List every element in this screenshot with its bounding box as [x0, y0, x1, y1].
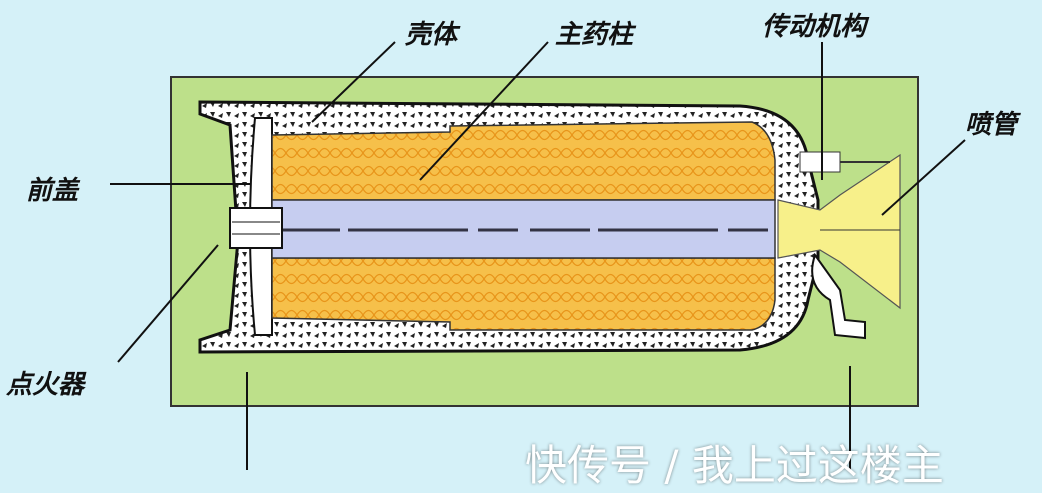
leader-line-igniter [117, 244, 219, 363]
actuator-linkage [811, 252, 866, 340]
label-front-cover: 前盖 [26, 176, 79, 206]
leader-line-shell [311, 41, 396, 123]
igniter-body [229, 207, 283, 249]
leader-lines [110, 41, 966, 470]
watermark: 快传号 / 我上过这楼主 [525, 441, 944, 490]
label-shell: 壳体 [405, 20, 458, 50]
leader-line-grain [419, 41, 549, 181]
grain-bottom [271, 257, 776, 331]
label-grain: 主药柱 [555, 20, 634, 50]
nozzle [777, 153, 901, 310]
label-nozzle: 喷管 [965, 110, 1018, 140]
grain-top [271, 121, 776, 201]
leader-line-nozzle [881, 139, 966, 216]
label-igniter: 点火器 [6, 370, 85, 400]
actuator-box [799, 151, 841, 173]
label-actuator: 传动机构 [762, 12, 867, 42]
